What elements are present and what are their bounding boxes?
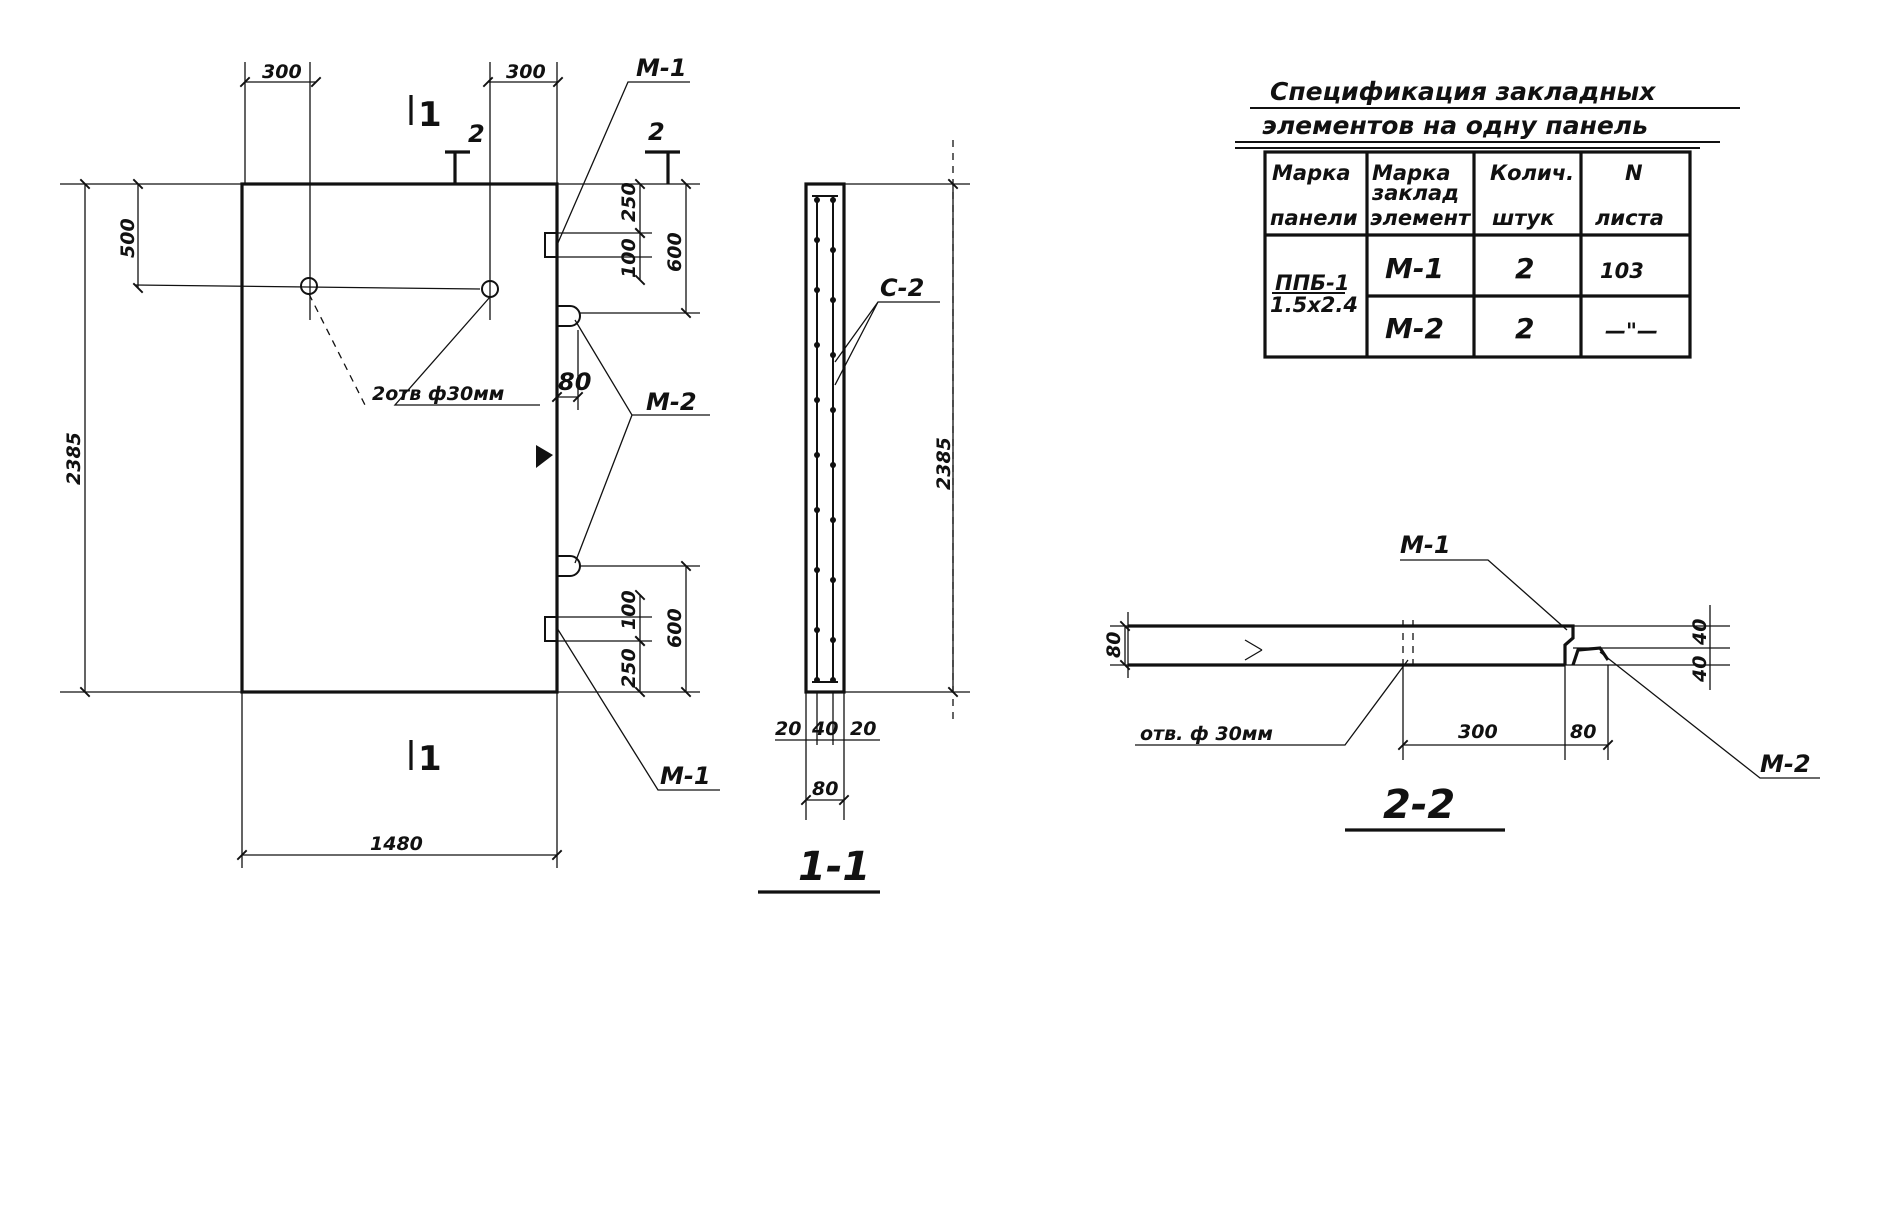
label-m2-section: М-2 — [1760, 750, 1811, 778]
section-1-1-title: 1-1 — [798, 844, 870, 890]
section-2-2-title: 2-2 — [1383, 782, 1455, 828]
panel-outline — [240, 182, 559, 694]
dim-600-top: 600 — [664, 232, 686, 272]
dim-1-1-total: 80 — [812, 778, 838, 800]
row1-element: М-1 — [1385, 252, 1444, 285]
dim-left-offset: 300 — [262, 61, 302, 83]
row2-sheet: —"— — [1605, 319, 1658, 343]
dim-2-2-80-b: 80 — [1570, 721, 1596, 743]
header-sheet-1: N — [1625, 161, 1643, 185]
dim-panel-height: 2385 — [63, 432, 85, 485]
embed-m2-top — [557, 305, 581, 327]
weld-symbol-icon — [536, 445, 553, 468]
row1-qty: 2 — [1515, 252, 1534, 285]
dim-2-2-40-bottom: 40 — [1689, 656, 1711, 683]
dim-2-2-80: 80 — [1103, 632, 1125, 658]
cut-1-bottom-label: 1 — [418, 739, 442, 779]
spec-title-line1: Спецификация закладных — [1270, 77, 1656, 106]
dim-top-500: 500 — [117, 218, 139, 258]
dim-600-bottom: 600 — [664, 608, 686, 648]
cut-2-right-label: 2 — [648, 118, 665, 146]
header-qty-1: Колич. — [1490, 161, 1574, 185]
header-panel-mark-1: Марка — [1272, 161, 1351, 185]
row2-qty: 2 — [1515, 312, 1534, 345]
section-2-2: 80 40 40 300 80 отв. ф 30мм М-1 М-2 2-2 — [1103, 531, 1820, 832]
dim-1-1-b: 40 — [811, 718, 838, 740]
row2-element: М-2 — [1385, 312, 1444, 345]
dim-2-2-300: 300 — [1458, 721, 1498, 743]
label-m2-elevation: М-2 — [646, 388, 697, 416]
rebar-dots — [814, 197, 836, 683]
embed-m1-section — [1560, 624, 1575, 665]
dim-1-1-c: 20 — [850, 718, 876, 740]
panel-mark-line2: 1.5х2.4 — [1270, 293, 1358, 317]
dim-right-offset: 300 — [506, 61, 546, 83]
header-element-mark-3: элемент — [1370, 206, 1472, 230]
cut-2-left-label: 2 — [468, 120, 485, 148]
spec-title-line2: элементов на одну панель — [1262, 111, 1648, 140]
dim-section-height: 2385 — [933, 437, 955, 490]
panel-mark-line1: ППБ-1 — [1275, 271, 1349, 295]
label-c2: С-2 — [880, 274, 924, 302]
dim-1-1-a: 20 — [775, 718, 801, 740]
spec-table: Спецификация закладных элементов на одну… — [1235, 77, 1740, 359]
section-1-1: С-2 2385 20 40 20 80 1-1 — [758, 140, 970, 894]
section-1-1-outline — [804, 182, 846, 694]
dim-100-top: 100 — [618, 238, 640, 278]
embed-m1-top — [544, 232, 558, 258]
dim-100-bottom: 100 — [618, 590, 640, 630]
embed-m2-section — [1571, 646, 1610, 666]
header-sheet-2: листа — [1595, 206, 1664, 230]
holes-note: 2отв ф30мм — [372, 383, 504, 405]
dim-250-bottom: 250 — [618, 648, 640, 688]
header-element-mark-1: Марка — [1372, 161, 1451, 185]
hole-left — [300, 277, 318, 295]
cut-1-top-label: 1 — [418, 95, 442, 135]
label-m1-top: М-1 — [636, 54, 687, 82]
header-qty-2: штук — [1492, 206, 1555, 230]
label-m1-section: М-1 — [1400, 531, 1451, 559]
dim-80-elevation: 80 — [558, 368, 591, 396]
label-m1-bottom: М-1 — [660, 762, 711, 790]
dim-2-2-40-top: 40 — [1689, 619, 1711, 646]
embed-m1-bottom — [544, 616, 558, 642]
header-element-mark-2: заклад — [1371, 181, 1459, 205]
dim-panel-width: 1480 — [370, 833, 423, 855]
dim-250-top: 250 — [618, 182, 640, 222]
hole-note-section: отв. ф 30мм — [1140, 723, 1273, 745]
header-panel-mark-2: панели — [1270, 206, 1358, 230]
row1-sheet: 103 — [1600, 259, 1644, 283]
panel-elevation: 300 300 500 2385 250 100 600 100 250 600… — [60, 54, 720, 868]
